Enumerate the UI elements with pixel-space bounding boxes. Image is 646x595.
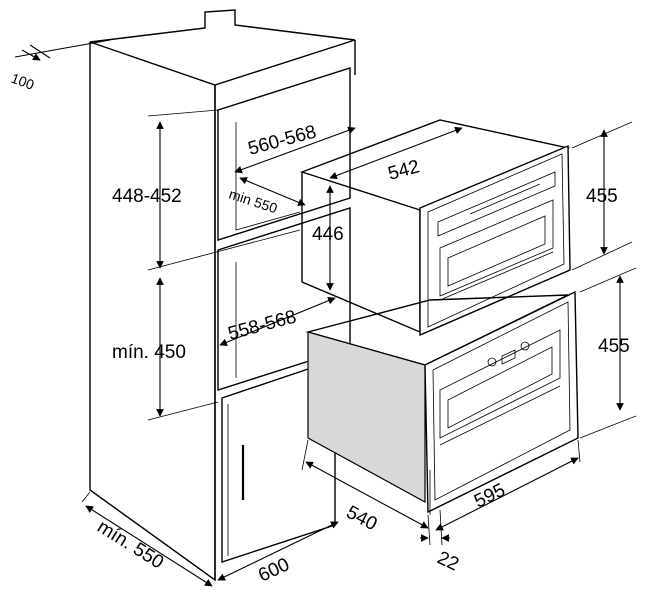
gap-top-dimension: 100 [9, 39, 111, 93]
lower-front-height-label: 455 [598, 336, 630, 357]
cabinet-depth-label: mín. 550 [93, 516, 167, 573]
niche-height-bottom-label: mín. 450 [112, 342, 186, 363]
upper-front-height-label: 455 [586, 186, 618, 207]
tall-cabinet [89, 9, 356, 582]
lower-oven-depth-label: 540 [343, 502, 381, 535]
lower-oven [305, 290, 579, 515]
gap-top-label: 100 [9, 70, 37, 93]
niche-height-top-label: 448-452 [112, 186, 182, 207]
upper-oven-height-label: 446 [312, 224, 344, 245]
front-thickness-label: 22 [434, 547, 462, 575]
upper-oven [299, 119, 571, 337]
upper-oven-depth-label: 542 [386, 156, 422, 184]
